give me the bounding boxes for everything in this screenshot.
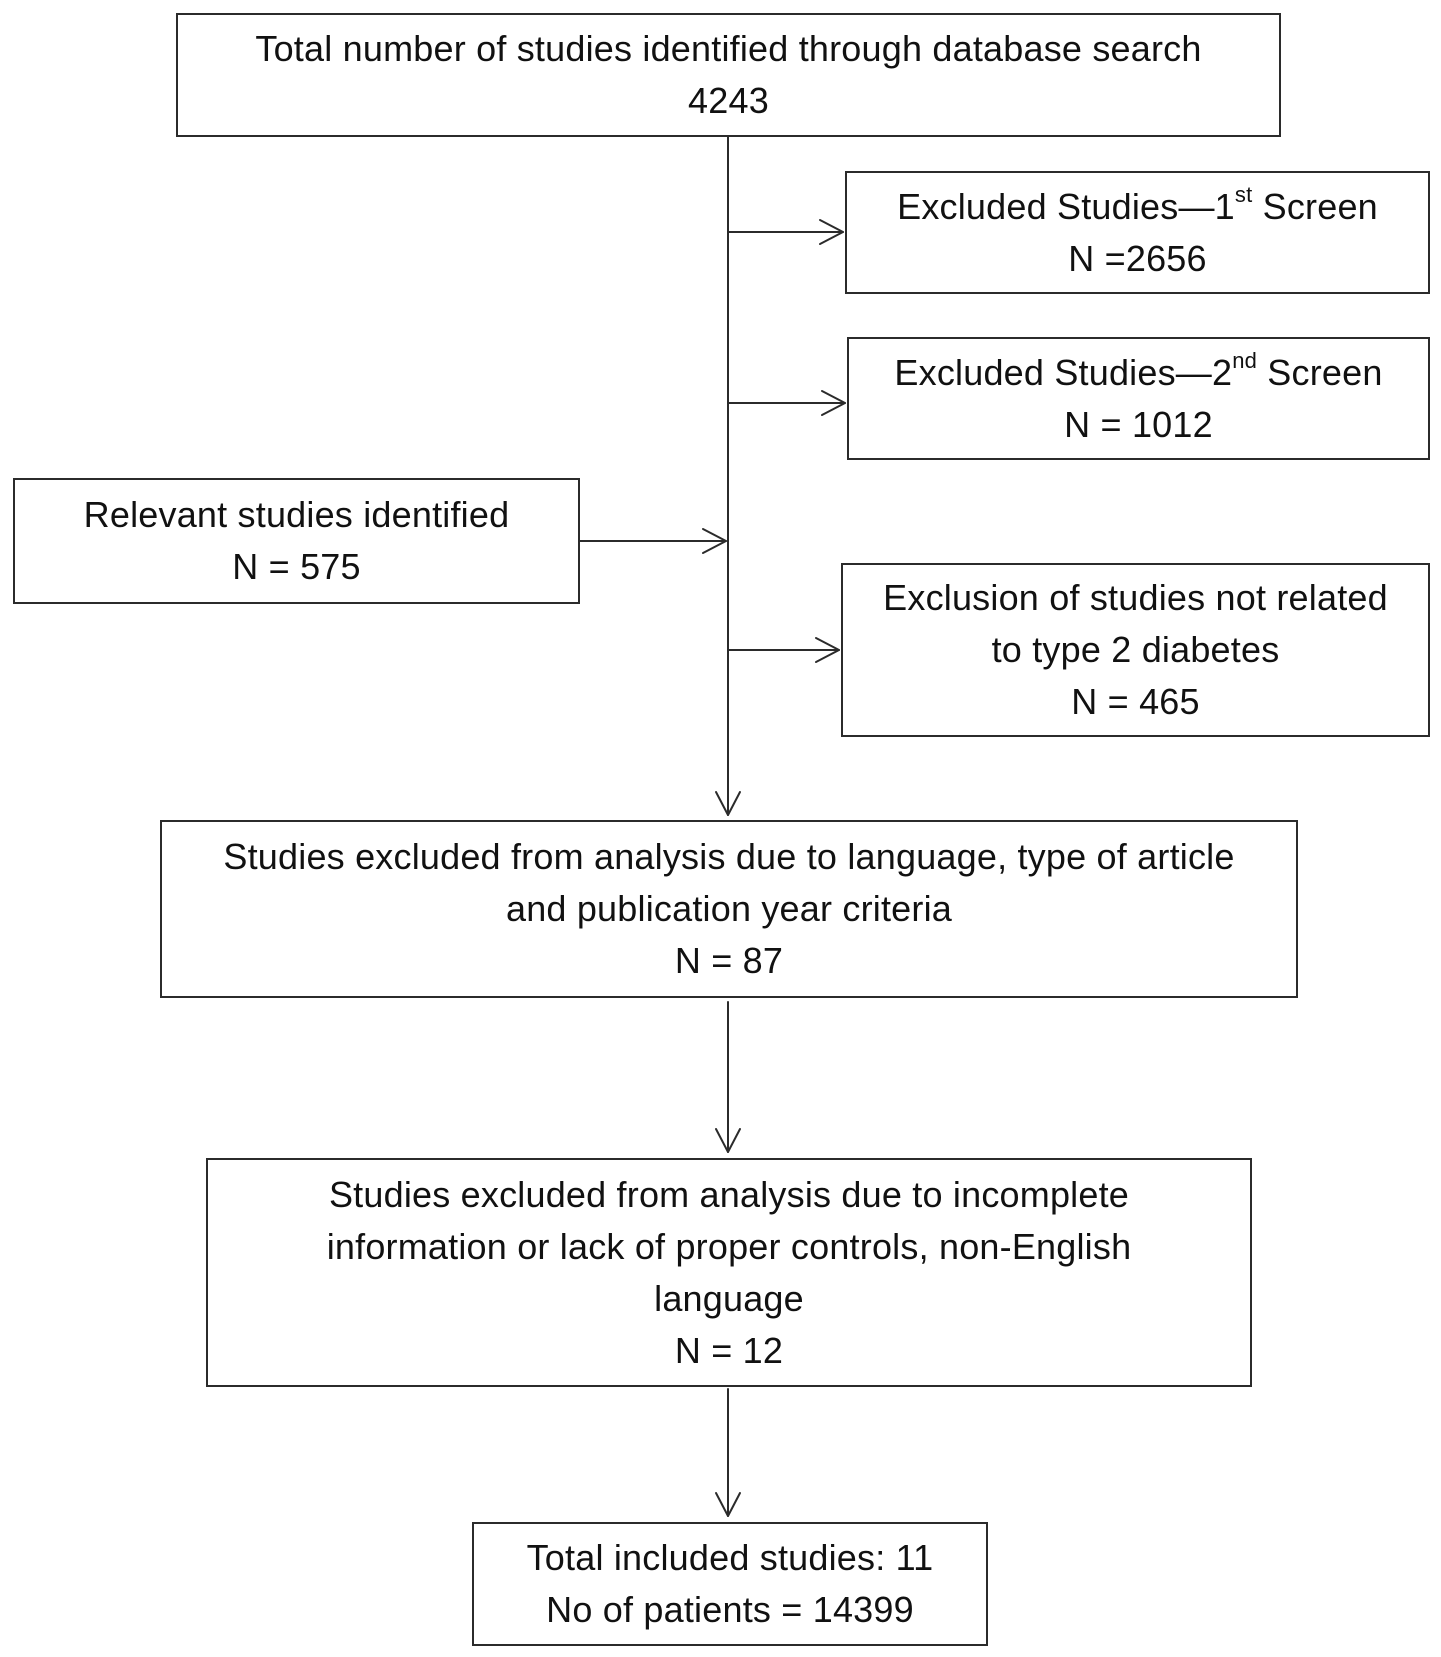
excluded-language-label-line2: and publication year criteria [505,888,953,929]
excluded-incomplete-label-line1: Studies excluded from analysis due to in… [328,1173,1130,1215]
excluded-t2d-label-line2: to type 2 diabetes [991,629,1280,670]
arrow-to-language-box [715,791,741,816]
excluded-t2d-label-line1: Exclusion of studies not related [883,577,1388,618]
relevant-studies-box: Relevant studies identified N = 575 [13,478,580,604]
excluded-incomplete-box: Studies excluded from analysis due to in… [206,1158,1252,1387]
excluded-t2d-count: N = 465 [1071,681,1200,722]
excluded-first-screen-label: Excluded Studies—1st Screen [897,181,1378,233]
arrowhead-t2d [815,637,840,663]
excluded-language-count: N = 87 [674,940,784,981]
final-patient-count: No of patients = 14399 [546,1589,914,1630]
excluded-second-screen-label-suffix: Screen [1257,351,1383,393]
relevant-studies-label: Relevant studies identified [83,494,510,535]
total-identified-label: Total number of studies identified throu… [255,28,1202,69]
excluded-t2d-box: Exclusion of studies not related to type… [841,563,1430,737]
final-included-studies: Total included studies: 11 [526,1537,934,1578]
arrowhead-second-screen [821,390,846,416]
arrowhead-incomplete [715,1128,741,1153]
excluded-incomplete-label-line2: information or lack of proper controls, … [326,1225,1132,1267]
excluded-first-screen-label-suffix: Screen [1252,185,1378,227]
total-identified-box: Total number of studies identified throu… [176,13,1281,137]
excluded-first-screen-label-text: Excluded Studies—1 [897,185,1235,227]
total-identified-count: 4243 [688,80,769,121]
arrowhead-relevant [702,528,727,554]
excluded-incomplete-label-line3: language [654,1277,804,1319]
excluded-second-screen-box: Excluded Studies—2nd Screen N = 1012 [847,337,1430,460]
excluded-second-screen-label: Excluded Studies—2nd Screen [894,347,1382,399]
excluded-second-screen-ordinal: nd [1232,347,1258,373]
relevant-studies-count: N = 575 [232,546,361,587]
excluded-first-screen-count: N =2656 [1068,237,1207,279]
excluded-second-screen-count: N = 1012 [1064,403,1213,445]
excluded-language-box: Studies excluded from analysis due to la… [160,820,1298,998]
final-included-box: Total included studies: 11 No of patient… [472,1522,988,1646]
excluded-language-label-line1: Studies excluded from analysis due to la… [223,836,1235,877]
excluded-incomplete-count: N = 12 [674,1329,784,1371]
arrowhead-first-screen [819,219,844,245]
arrowhead-final [715,1492,741,1517]
excluded-first-screen-box: Excluded Studies—1st Screen N =2656 [845,171,1430,294]
excluded-first-screen-ordinal: st [1234,181,1253,207]
excluded-second-screen-label-text: Excluded Studies—2 [894,351,1233,393]
